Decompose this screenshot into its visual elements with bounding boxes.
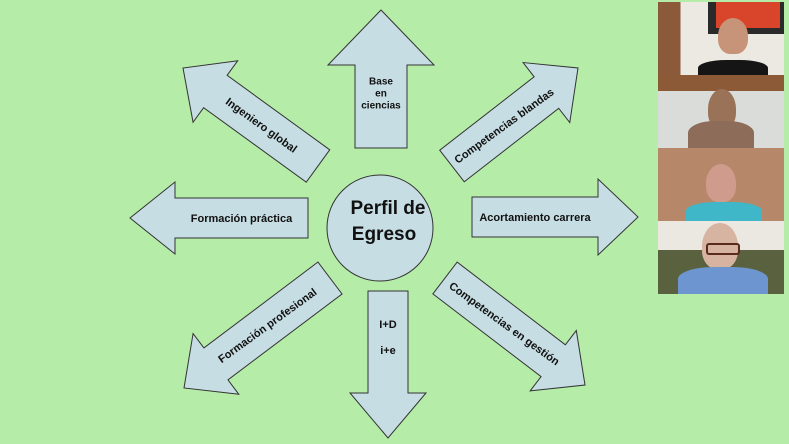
arrow-shape-up-right [439,61,579,183]
video-tile-participant-3[interactable] [658,148,784,221]
arrow-down: I+D i+e [348,290,428,439]
arrow-label-up-right: Competencias blandas [453,86,557,166]
video-tile-participant-4[interactable] [658,221,784,294]
arrow-label-down-left: Formación profesional [216,286,319,365]
arrow-label-down: I+D [379,319,396,331]
arrow-label-up: en [375,88,387,99]
arrow-right: Acortamiento carrera [471,177,639,257]
center-title-line2: Egreso [352,224,416,245]
arrow-label-down: i+e [380,345,396,357]
arrow-shape-up-left [182,60,331,183]
arrow-down-right: Competencias en gestión [432,261,586,392]
arrow-up-right: Competencias blandas [439,61,579,183]
video-tile-participant-1[interactable] [658,2,784,75]
video-tile-participant-2[interactable] [658,75,784,148]
center-title-line1: Perfil de [351,198,426,219]
arrow-shape-left [129,180,309,256]
arrow-shape-right [471,177,639,257]
arrow-shape-down-left [183,261,343,395]
arrow-label-down-right: Competencias en gestión [446,280,561,368]
arrow-label-left: Formación práctica [191,213,293,225]
arrow-shape-down-right [432,261,586,392]
arrow-down-left: Formación profesional [183,261,343,395]
arrow-label-up: ciencias [361,100,401,111]
video-gallery [658,2,784,294]
arrow-up-left: Ingeniero global [182,60,331,183]
center-circle [326,174,434,282]
arrow-shape-up [326,9,436,149]
arrow-label-right: Acortamiento carrera [479,212,591,224]
arrow-label-up: Base [369,76,393,87]
arrow-left: Formación práctica [129,180,309,256]
arrow-shape-down [348,290,428,439]
